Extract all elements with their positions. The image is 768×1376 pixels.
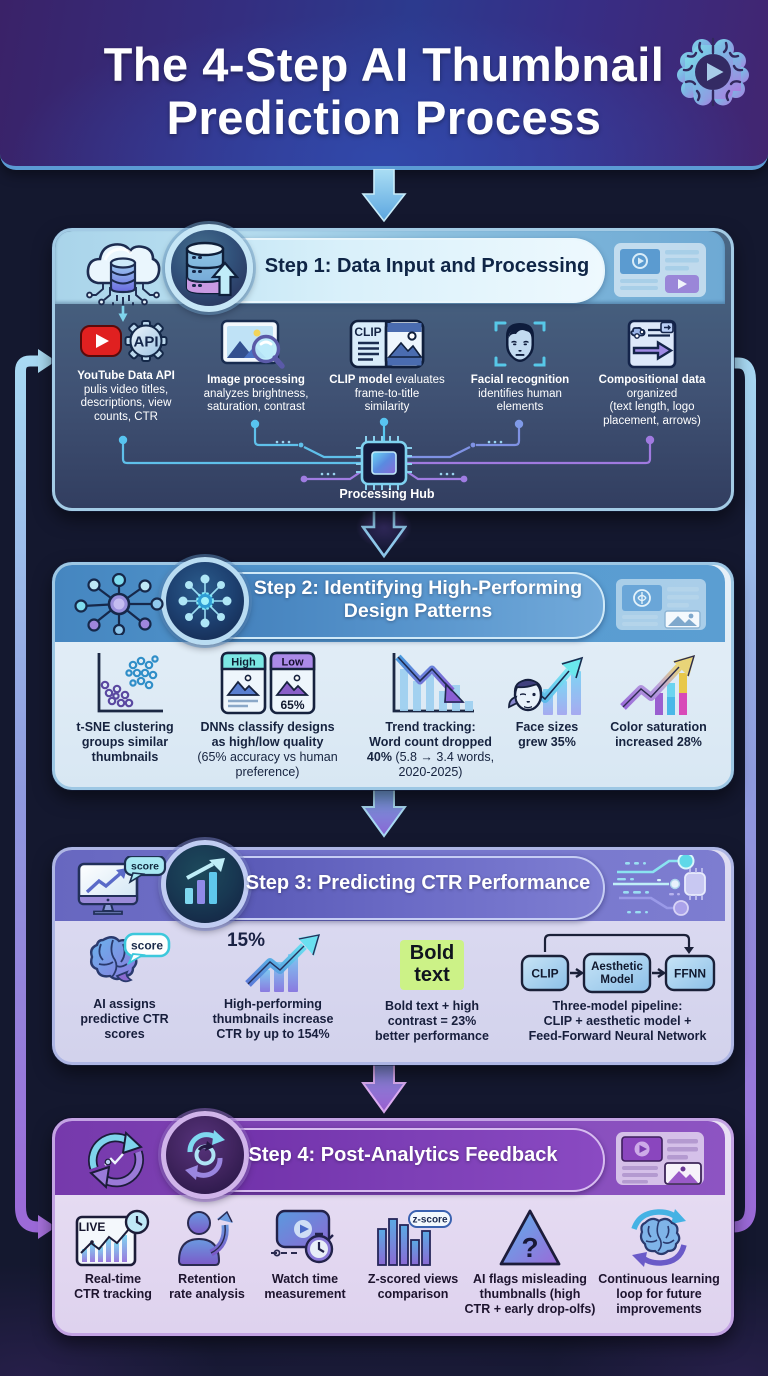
svg-text:CLIP: CLIP [531,967,558,981]
svg-text:15%: 15% [227,930,265,951]
svg-text:CLIP: CLIP [354,325,381,339]
svg-text:Low: Low [281,657,303,669]
svg-text:z-score: z-score [412,1215,447,1226]
svg-text:Aesthetic: Aesthetic [591,961,643,973]
svg-text:score: score [130,939,162,953]
svg-text:LIVE: LIVE [79,1220,106,1234]
svg-text:FFNN: FFNN [674,967,706,981]
svg-text:API: API [133,334,158,351]
svg-text:?: ? [521,1232,538,1263]
svg-text:High: High [231,657,256,669]
svg-text:Model: Model [600,974,633,986]
svg-text:65%: 65% [280,698,304,712]
svg-text:score: score [131,861,159,873]
